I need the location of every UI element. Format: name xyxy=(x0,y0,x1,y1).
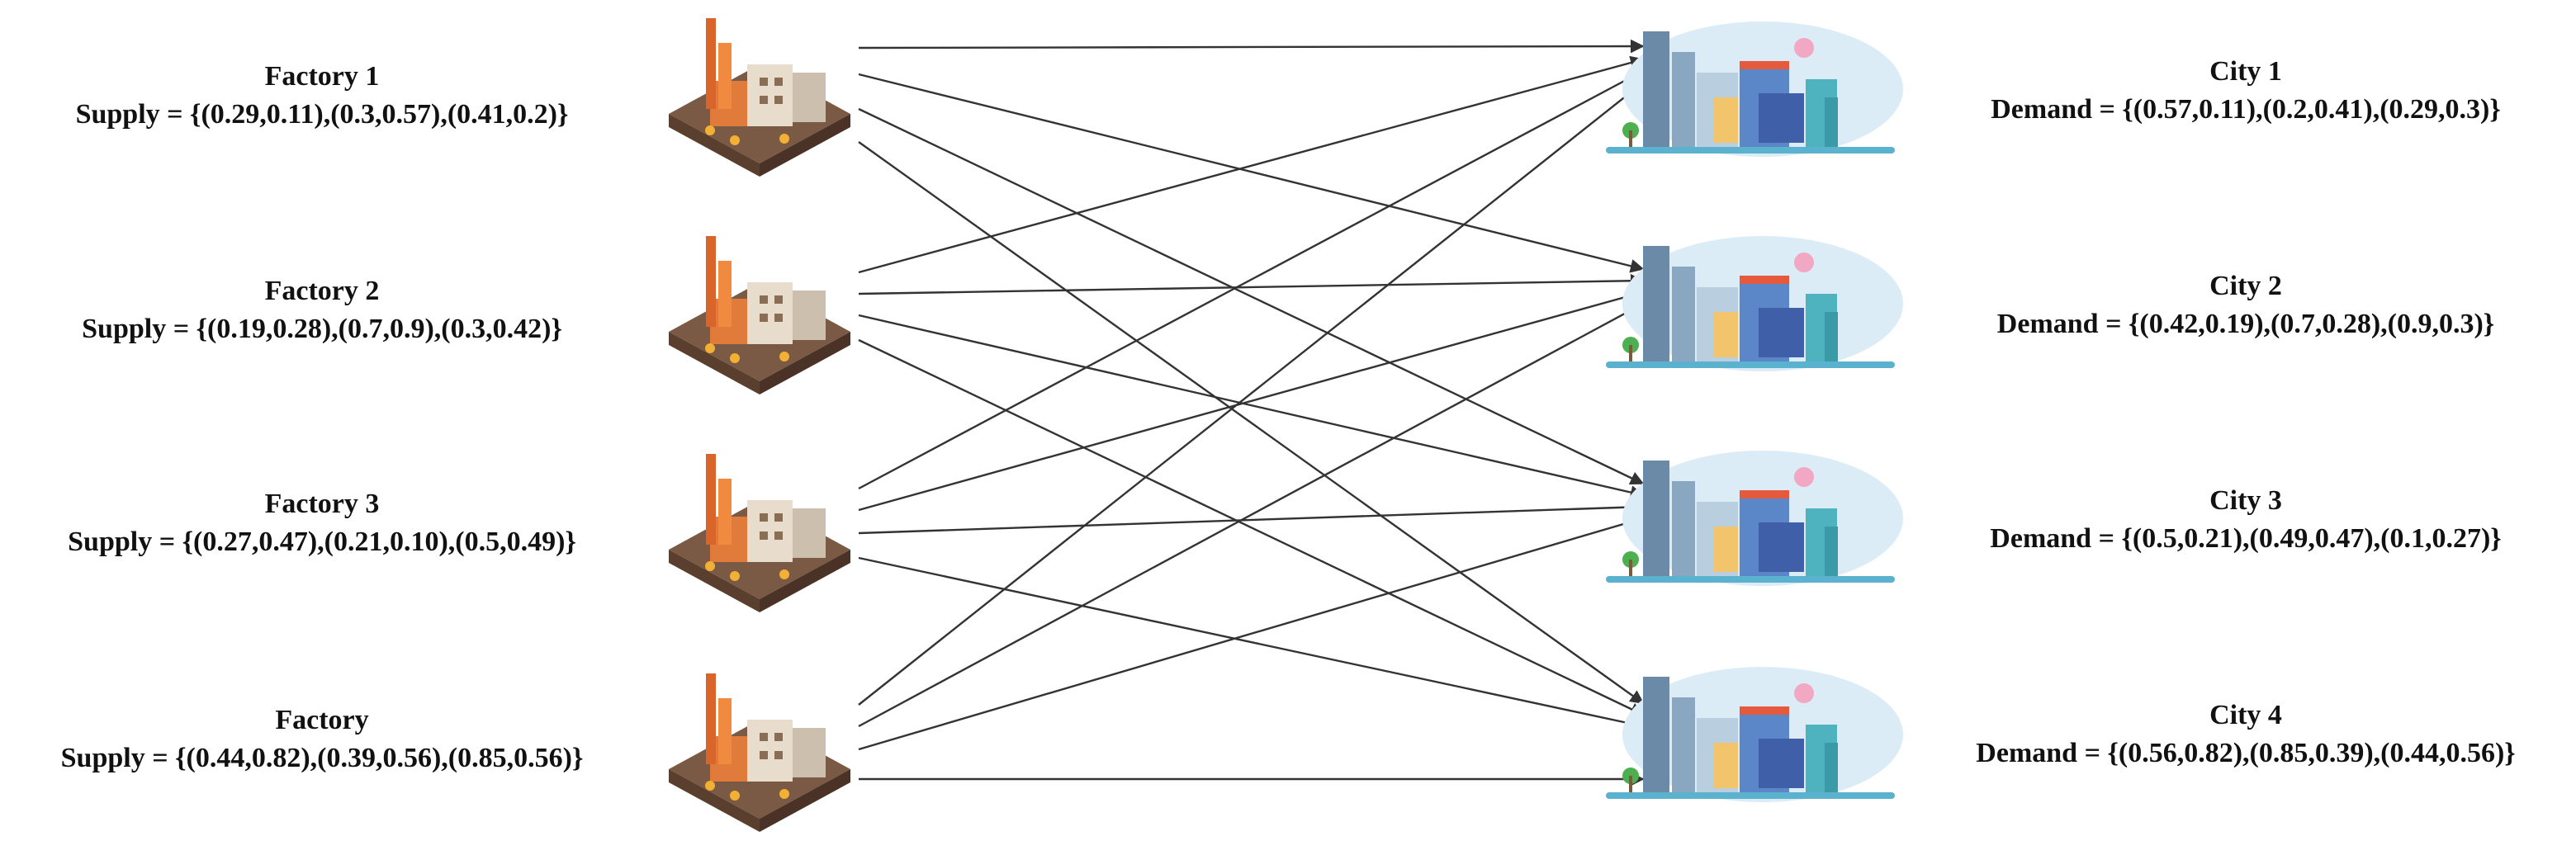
arrow-factory-2-to-city-2 xyxy=(858,273,1645,295)
supply-prefix: Supply = xyxy=(60,743,176,773)
factory-2-title: Factory 2 xyxy=(264,276,380,306)
factory-4-supply: Supply = {(0.44,0.82),(0.39,0.56),(0.85,… xyxy=(17,739,627,777)
factory-2-label: Factory 2 Supply = {(0.19,0.28),(0.7,0.9… xyxy=(17,272,627,348)
city-4-demand: Demand = {(0.56,0.82),(0.85,0.39),(0.44,… xyxy=(1932,735,2559,772)
demand-value: {(0.57,0.11),(0.2,0.41),(0.29,0.3)} xyxy=(2122,94,2501,125)
arrow-factory-3-to-city-1 xyxy=(858,69,1645,490)
arrow-factory-4-to-city-2 xyxy=(858,302,1645,728)
city-3-label: City 3 Demand = {(0.5,0.21),(0.49,0.47),… xyxy=(1932,482,2559,558)
supply-value: {(0.19,0.28),(0.7,0.9),(0.3,0.42)} xyxy=(196,314,562,344)
arrow-factory-1-to-city-4 xyxy=(858,141,1645,704)
arrow-factory-4-to-city-3 xyxy=(858,515,1645,751)
demand-value: {(0.56,0.82),(0.85,0.39),(0.44,0.56)} xyxy=(2107,738,2516,768)
supply-value: {(0.29,0.11),(0.3,0.57),(0.41,0.2)} xyxy=(190,99,569,130)
city-icon xyxy=(1606,451,1903,586)
factory-2-supply: Supply = {(0.19,0.28),(0.7,0.9),(0.3,0.4… xyxy=(17,310,627,348)
city-4-title: City 4 xyxy=(2209,700,2282,730)
demand-prefix: Demand = xyxy=(1976,738,2108,768)
city-icon xyxy=(1606,21,1903,157)
arrow-factory-2-to-city-1 xyxy=(858,55,1645,274)
city-icon xyxy=(1606,236,1903,371)
factory-3-title: Factory 3 xyxy=(264,489,380,519)
city-1-label: City 1 Demand = {(0.57,0.11),(0.2,0.41),… xyxy=(1932,53,2559,129)
city-2-title: City 2 xyxy=(2209,271,2282,301)
supply-prefix: Supply = xyxy=(75,99,191,130)
arrow-factory-3-to-city-4 xyxy=(858,556,1645,731)
arrow-factory-3-to-city-2 xyxy=(858,288,1645,512)
factory-1-supply: Supply = {(0.29,0.11),(0.3,0.57),(0.41,0… xyxy=(17,96,627,134)
factory-icon xyxy=(669,454,850,612)
supply-value: {(0.44,0.82),(0.39,0.56),(0.85,0.56)} xyxy=(175,743,584,773)
city-1-title: City 1 xyxy=(2209,56,2282,87)
factory-icon xyxy=(669,18,850,177)
city-1-demand: Demand = {(0.57,0.11),(0.2,0.41),(0.29,0… xyxy=(1932,91,2559,129)
demand-value: {(0.5,0.21),(0.49,0.47),(0.1,0.27)} xyxy=(2121,523,2502,554)
demand-prefix: Demand = xyxy=(1996,309,2129,339)
factory-4-title: Factory xyxy=(275,705,369,735)
arrow-factory-1-to-city-2 xyxy=(858,73,1645,273)
city-2-label: City 2 Demand = {(0.42,0.19),(0.7,0.28),… xyxy=(1932,267,2559,343)
factory-3-label: Factory 3 Supply = {(0.27,0.47),(0.21,0.… xyxy=(17,485,627,561)
demand-prefix: Demand = xyxy=(1991,94,2123,125)
city-3-demand: Demand = {(0.5,0.21),(0.49,0.47),(0.1,0.… xyxy=(1932,520,2559,558)
factory-icon xyxy=(669,673,850,832)
city-3-title: City 3 xyxy=(2209,485,2282,516)
factory-1-label: Factory 1 Supply = {(0.29,0.11),(0.3,0.5… xyxy=(17,58,627,134)
arrow-factory-2-to-city-3 xyxy=(858,314,1645,499)
factory-icon xyxy=(669,236,850,394)
demand-value: {(0.42,0.19),(0.7,0.28),(0.9,0.3)} xyxy=(2128,309,2495,339)
arrow-factory-3-to-city-3 xyxy=(858,500,1645,535)
city-4-label: City 4 Demand = {(0.56,0.82),(0.85,0.39)… xyxy=(1932,697,2559,772)
factory-3-supply: Supply = {(0.27,0.47),(0.21,0.10),(0.5,0… xyxy=(17,523,627,561)
city-2-demand: Demand = {(0.42,0.19),(0.7,0.28),(0.9,0.… xyxy=(1932,305,2559,343)
demand-prefix: Demand = xyxy=(1990,523,2122,554)
arrow-factory-1-to-city-3 xyxy=(858,107,1645,485)
arrow-factory-2-to-city-4 xyxy=(858,338,1645,716)
arrow-factory-1-to-city-1 xyxy=(858,39,1645,54)
city-icon xyxy=(1606,667,1903,802)
supply-prefix: Supply = xyxy=(68,527,182,557)
supply-value: {(0.27,0.47),(0.21,0.10),(0.5,0.49)} xyxy=(182,527,576,557)
arrow-factory-4-to-city-1 xyxy=(858,81,1645,706)
factory-1-title: Factory 1 xyxy=(264,61,380,92)
supply-prefix: Supply = xyxy=(82,314,197,344)
factory-4-label: Factory Supply = {(0.44,0.82),(0.39,0.56… xyxy=(17,701,627,777)
